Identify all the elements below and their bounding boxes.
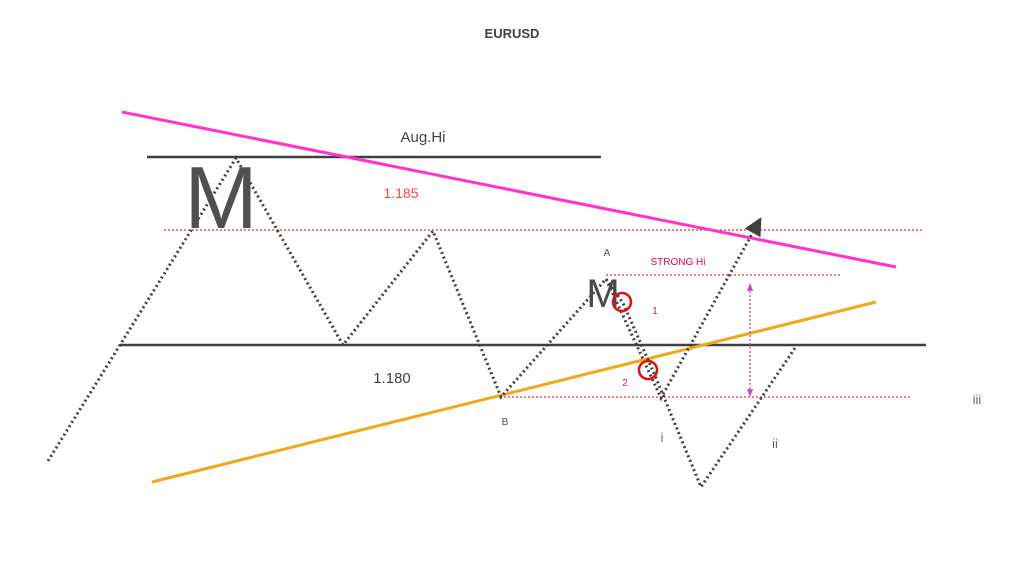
resistance-trendline xyxy=(121,110,897,269)
wave-i-label: i xyxy=(661,430,664,445)
lower-price-label: 1.180 xyxy=(373,370,411,387)
point-b-label: B xyxy=(502,417,509,428)
wave-ii-label: ii xyxy=(772,436,778,451)
big-m-pattern-label: M xyxy=(184,148,257,247)
chart-title: EURUSD xyxy=(485,26,540,41)
aug-hi-label: Aug.Hi xyxy=(400,129,445,146)
wave-2-label: 2 xyxy=(622,378,628,389)
marker-circle-1 xyxy=(611,291,633,313)
price-path-main xyxy=(46,155,762,462)
wave-iii-label: iii xyxy=(973,392,982,407)
wave-1-label: 1 xyxy=(652,306,658,317)
price-path-projection xyxy=(604,278,797,491)
support-trendline xyxy=(151,300,877,484)
point-a-label: A xyxy=(604,248,611,259)
strong-hi-label: STRONG Hi xyxy=(651,257,706,268)
small-m-pattern-label: M xyxy=(586,272,619,316)
upper-price-label: 1.185 xyxy=(383,185,418,201)
marker-circle-2 xyxy=(637,359,659,381)
